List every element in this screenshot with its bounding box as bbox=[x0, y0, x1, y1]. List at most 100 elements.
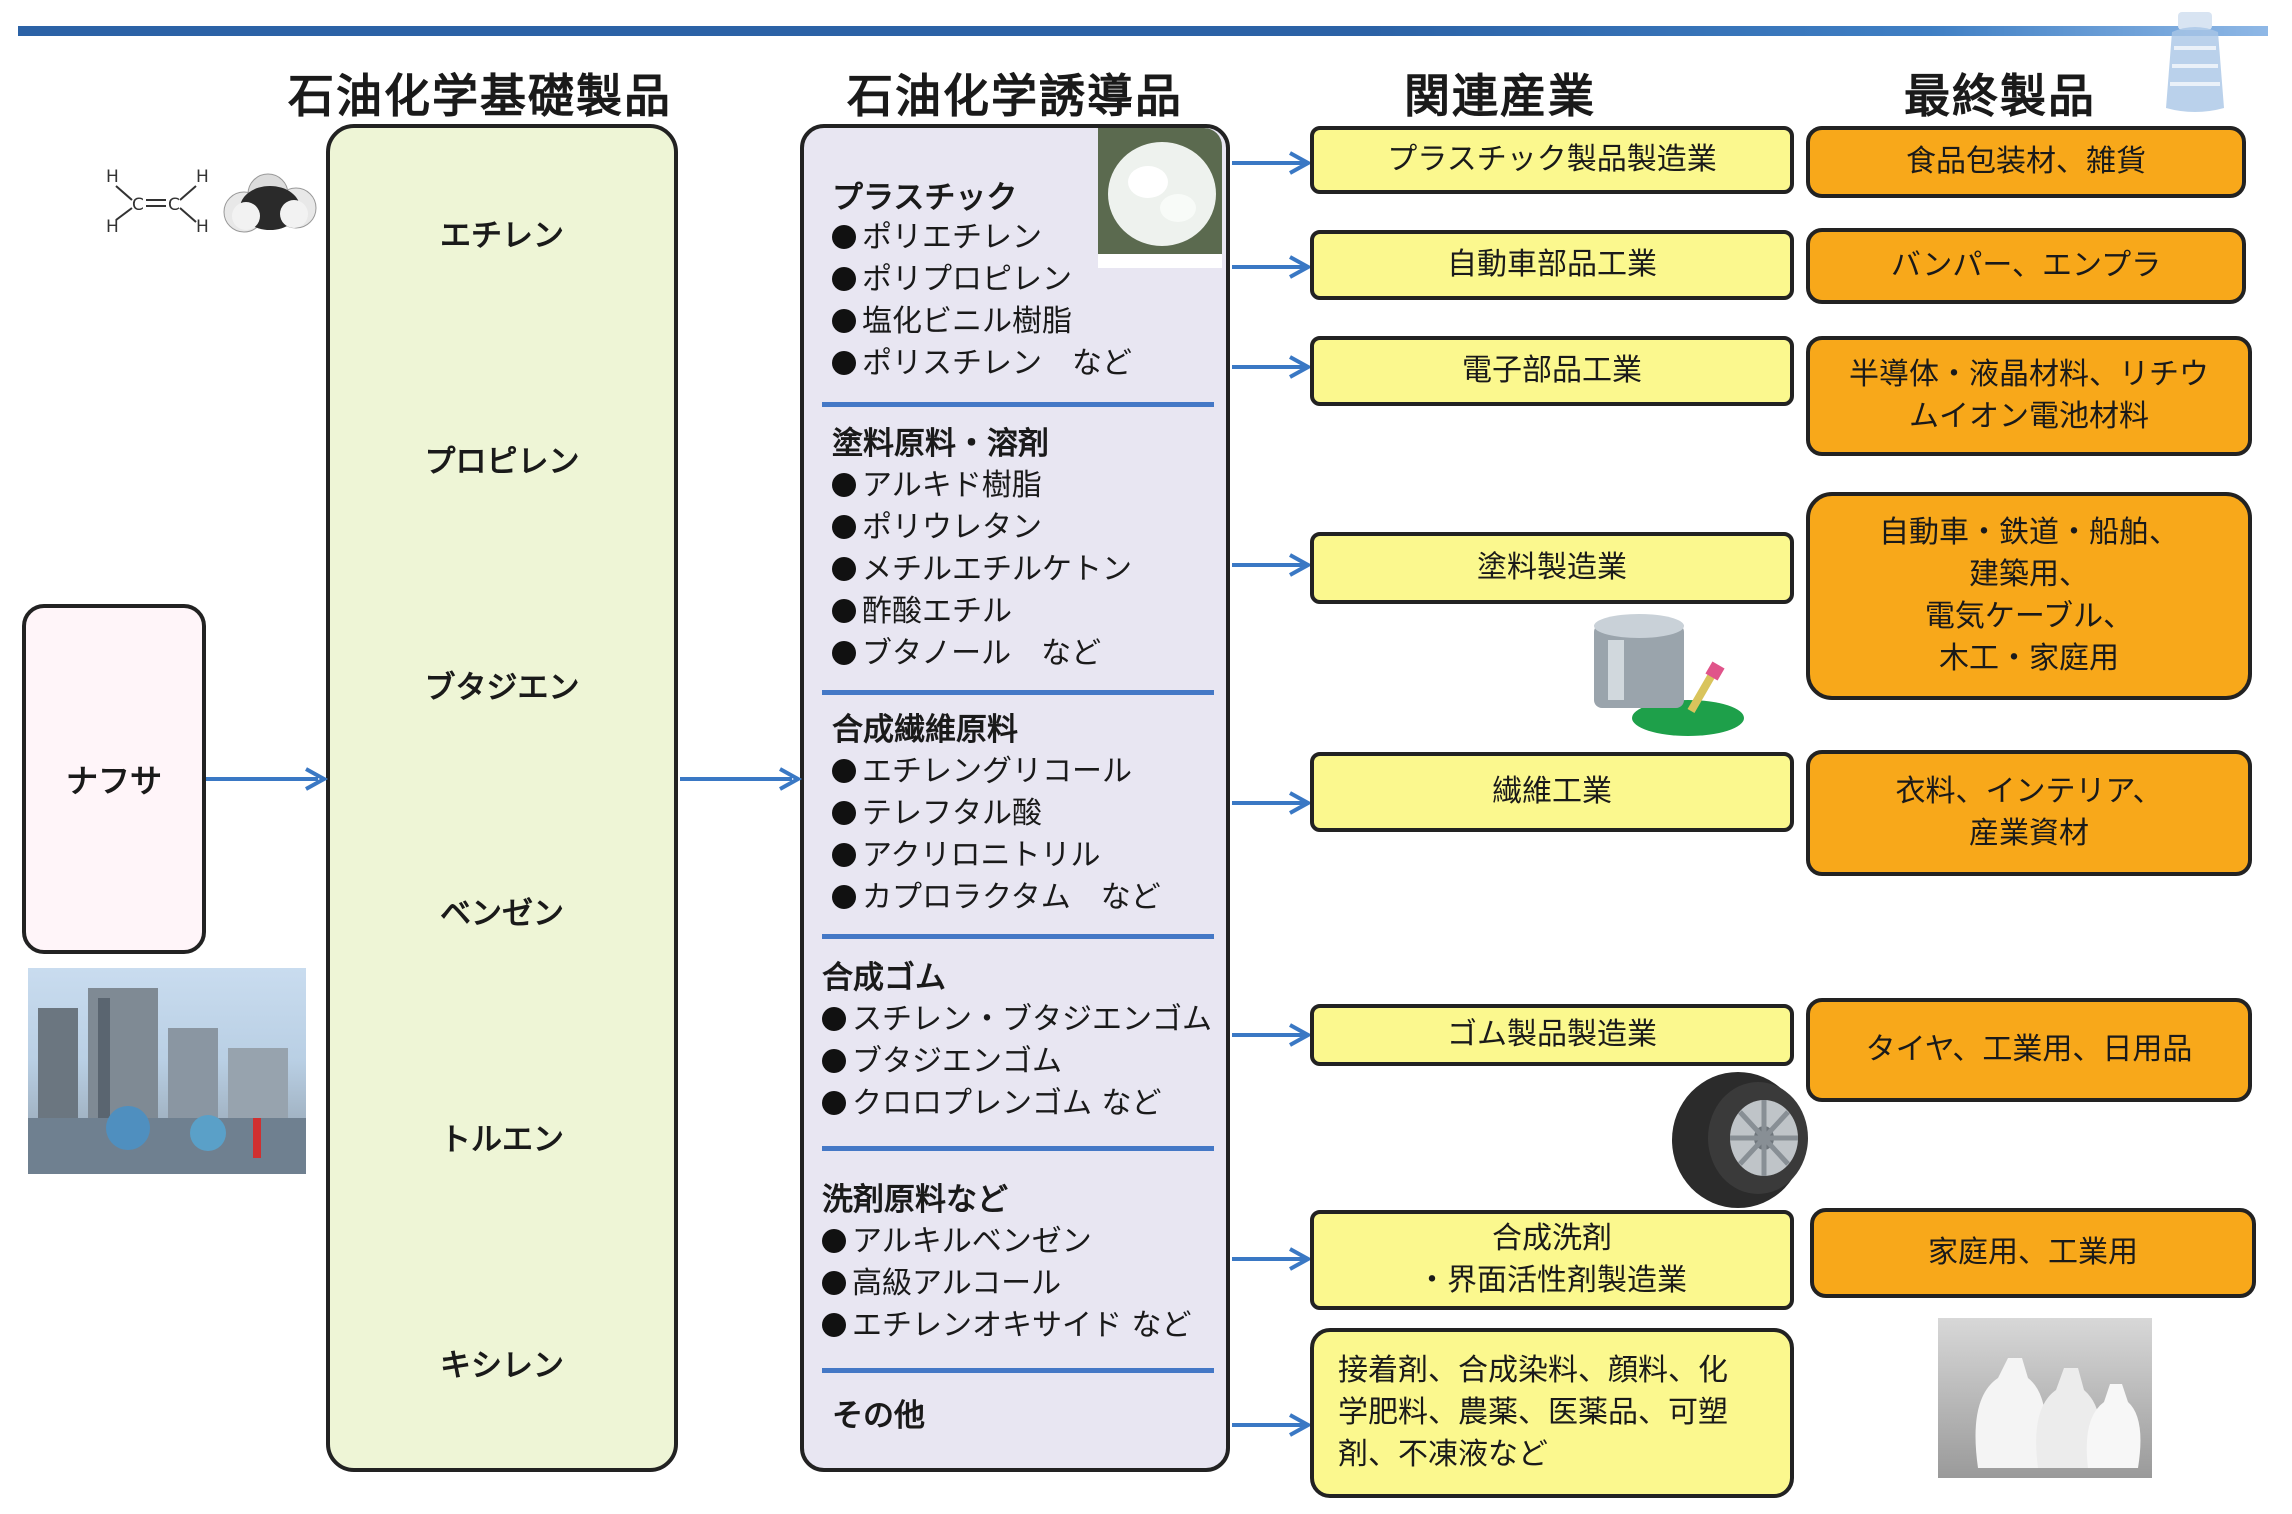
derived-item: スチレン・ブタジエンゴム bbox=[822, 994, 1212, 1038]
petrochemical-plant-image bbox=[28, 968, 306, 1174]
derived-item: ポリスチレン など bbox=[832, 338, 1132, 382]
derived-item: アルキド樹脂 bbox=[832, 460, 1042, 504]
final-semiconductor: 半導体・液晶材料、リチウ ムイオン電池材料 bbox=[1806, 336, 2252, 456]
derived-item: ブタジエンゴム bbox=[822, 1036, 1062, 1080]
bullet-icon bbox=[832, 843, 856, 867]
derived-item: ポリエチレン bbox=[832, 212, 1042, 256]
derived-item: エチレンオキサイド など bbox=[822, 1300, 1192, 1344]
final-household-industrial: 家庭用、工業用 bbox=[1810, 1208, 2256, 1298]
header-derived-products: 石油化学誘導品 bbox=[847, 69, 1183, 123]
derived-item: テレフタル酸 bbox=[832, 788, 1042, 832]
bullet-icon bbox=[832, 599, 856, 623]
bullet-icon bbox=[832, 515, 856, 539]
derived-item: クロロプレンゴム など bbox=[822, 1078, 1162, 1122]
derived-section-title-detergent: 洗剤原料など bbox=[822, 1182, 1008, 1218]
derived-section-title-plastics: プラスチック bbox=[832, 180, 1018, 216]
basic-products-panel: エチレン プロピレン ブタジエン ベンゼン トルエン キシレン bbox=[326, 124, 678, 1472]
industry-electronic-parts: 電子部品工業 bbox=[1310, 336, 1794, 406]
derived-item: メチルエチルケトン bbox=[832, 544, 1132, 588]
arrow-to-industry bbox=[1232, 151, 1312, 175]
arrow-to-industry bbox=[1232, 791, 1312, 815]
bullet-icon bbox=[832, 801, 856, 825]
section-divider bbox=[822, 690, 1214, 695]
derived-item: 高級アルコール bbox=[822, 1258, 1061, 1302]
final-bumper: バンパー、エンプラ bbox=[1806, 228, 2246, 304]
derived-item: カプロラクタム など bbox=[832, 872, 1161, 916]
derived-item: 酢酸エチル bbox=[832, 586, 1012, 630]
arrow-to-industry bbox=[1232, 355, 1312, 379]
bottle-icon bbox=[2166, 12, 2224, 112]
header-related-industry: 関連産業 bbox=[1404, 69, 1596, 123]
plastic-pellets-image bbox=[1098, 128, 1222, 268]
derived-item: アルキルベンゼン bbox=[822, 1216, 1092, 1260]
arrow-to-industry bbox=[1232, 255, 1312, 279]
final-tires: タイヤ、工業用、日用品 bbox=[1806, 998, 2252, 1102]
industry-auto-parts: 自動車部品工業 bbox=[1310, 230, 1794, 300]
section-divider bbox=[822, 402, 1214, 407]
industry-plastic-products: プラスチック製品製造業 bbox=[1310, 126, 1794, 194]
basic-product-xylene: キシレン bbox=[440, 1348, 564, 1384]
bullet-icon bbox=[832, 641, 856, 665]
arrow-naphtha-to-basic bbox=[206, 767, 329, 791]
final-clothing: 衣料、インテリア、 産業資材 bbox=[1806, 750, 2252, 876]
derived-section-title-paint: 塗料原料・溶剤 bbox=[832, 426, 1049, 462]
bullet-icon bbox=[832, 309, 856, 333]
basic-product-ethylene: エチレン bbox=[440, 218, 564, 254]
arrow-to-industry bbox=[1232, 553, 1312, 577]
arrow-to-industry bbox=[1232, 1247, 1312, 1271]
molecule-c2: C bbox=[168, 195, 180, 215]
header-final-products: 最終製品 bbox=[1904, 69, 2096, 123]
arrow-to-industry bbox=[1232, 1413, 1312, 1437]
industry-textile: 繊維工業 bbox=[1310, 752, 1794, 832]
bullet-icon bbox=[832, 557, 856, 581]
molecule-h1: H bbox=[106, 167, 119, 187]
section-divider bbox=[822, 1146, 1214, 1151]
derived-item: エチレングリコール bbox=[832, 746, 1132, 790]
molecule-h2: H bbox=[106, 217, 119, 237]
bullet-icon bbox=[822, 1271, 846, 1295]
derived-section-title-fiber: 合成繊維原料 bbox=[832, 712, 1018, 748]
basic-product-benzene: ベンゼン bbox=[440, 896, 564, 932]
tire-image bbox=[1672, 1072, 1808, 1208]
section-divider bbox=[822, 934, 1214, 939]
arrow-basic-to-derived bbox=[680, 767, 803, 791]
final-food-packaging: 食品包装材、雑貨 bbox=[1806, 126, 2246, 198]
basic-product-propylene: プロピレン bbox=[424, 444, 580, 480]
derived-item: ポリプロピレン bbox=[832, 254, 1072, 298]
ethylene-molecule-icon: H H C C H H bbox=[106, 167, 317, 237]
bullet-icon bbox=[822, 1091, 846, 1115]
derived-item: アクリロニトリル bbox=[832, 830, 1101, 874]
molecule-h4: H bbox=[196, 217, 209, 237]
naphtha-box: ナフサ bbox=[22, 604, 206, 954]
bullet-icon bbox=[822, 1229, 846, 1253]
derived-section-title-rubber: 合成ゴム bbox=[822, 960, 946, 996]
section-divider bbox=[822, 1368, 1214, 1373]
derived-section-title-others: その他 bbox=[832, 1398, 925, 1434]
molecule-h3: H bbox=[196, 167, 209, 187]
basic-product-toluene: トルエン bbox=[440, 1122, 564, 1158]
naphtha-label: ナフサ bbox=[65, 762, 162, 800]
derived-item: 塩化ビニル樹脂 bbox=[832, 296, 1072, 340]
derived-item: ブタノール など bbox=[832, 628, 1101, 672]
bullet-icon bbox=[832, 885, 856, 909]
bullet-icon bbox=[822, 1313, 846, 1337]
bullet-icon bbox=[832, 473, 856, 497]
bullet-icon bbox=[832, 267, 856, 291]
bullet-icon bbox=[832, 759, 856, 783]
bullet-icon bbox=[832, 225, 856, 249]
bullet-icon bbox=[832, 351, 856, 375]
industry-rubber-products: ゴム製品製造業 bbox=[1310, 1004, 1794, 1066]
detergent-bottles-image bbox=[1938, 1318, 2152, 1478]
final-automobile-building: 自動車・鉄道・船舶、 建築用、 電気ケーブル、 木工・家庭用 bbox=[1806, 492, 2252, 700]
molecule-c1: C bbox=[132, 195, 144, 215]
header-basic-products: 石油化学基礎製品 bbox=[288, 69, 672, 123]
bullet-icon bbox=[822, 1049, 846, 1073]
basic-product-butadiene: ブタジエン bbox=[424, 670, 580, 706]
industry-others: 接着剤、合成染料、顔料、化 学肥料、農薬、医薬品、可塑 剤、不凍液など bbox=[1310, 1328, 1794, 1498]
derived-products-panel: プラスチック ポリエチレン ポリプロピレン 塩化ビニル樹脂 ポリスチレン など … bbox=[800, 124, 1230, 1472]
paint-can-image bbox=[1594, 614, 1744, 736]
derived-item: ポリウレタン bbox=[832, 502, 1042, 546]
top-accent-bar bbox=[18, 26, 2268, 36]
arrow-to-industry bbox=[1232, 1023, 1312, 1047]
industry-paint: 塗料製造業 bbox=[1310, 532, 1794, 604]
